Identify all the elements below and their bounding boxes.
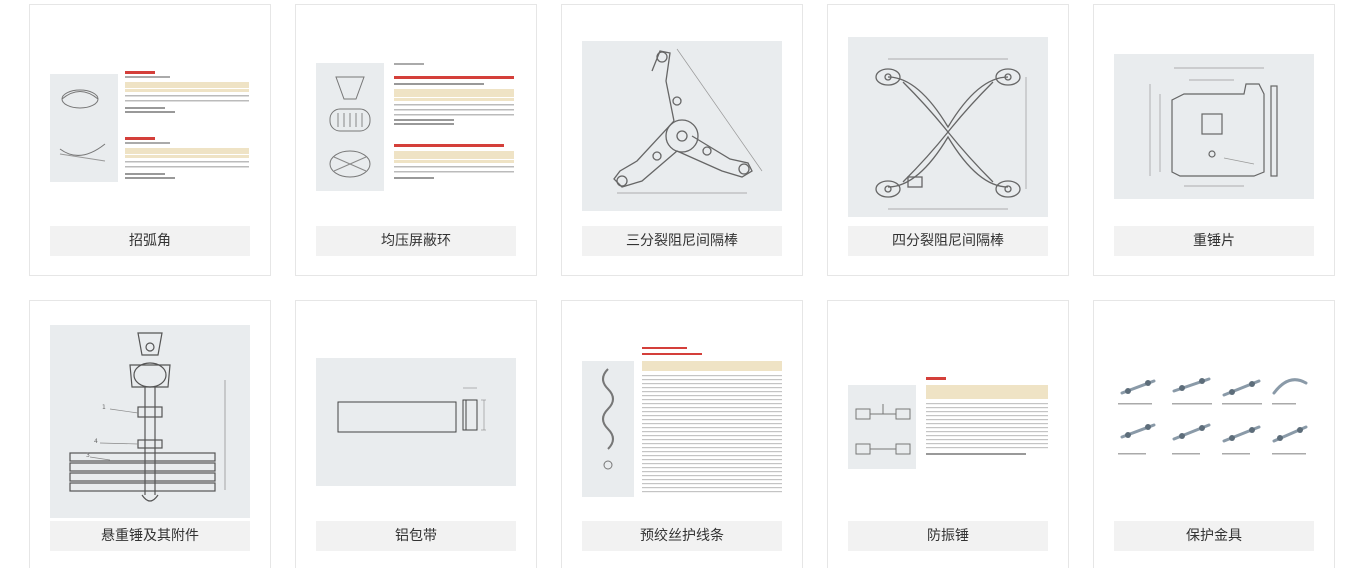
protective-fittings-icon [1114,373,1314,477]
four-bundle-spacer-damper-icon [848,37,1048,217]
product-name[interactable]: 防振锤 [848,521,1048,551]
grading-shielding-ring-icon [316,49,516,219]
product-name[interactable]: 保护金具 [1114,521,1314,551]
product-card-arcing-horn[interactable]: 招弧角 [29,4,271,276]
product-name[interactable]: 招弧角 [50,226,250,256]
product-card-grading-ring[interactable]: 均压屏蔽环 [295,4,537,276]
product-card-vibration-damper[interactable]: 防振锤 [827,300,1069,568]
arcing-horn-icon [50,49,250,219]
product-card-protective-fittings[interactable]: 保护金具 [1093,300,1335,568]
product-name[interactable]: 三分裂阻尼间隔棒 [582,226,782,256]
product-card-four-bundle-spacer[interactable]: 四分裂阻尼间隔棒 [827,4,1069,276]
product-name[interactable]: 重锤片 [1114,226,1314,256]
product-name[interactable]: 四分裂阻尼间隔棒 [848,226,1048,256]
svg-text:3: 3 [86,452,90,459]
svg-text:4: 4 [94,438,98,445]
preformed-armor-rod-icon [582,345,782,497]
product-card-three-bundle-spacer[interactable]: 三分裂阻尼间隔棒 [561,4,803,276]
product-name[interactable]: 悬重锤及其附件 [50,521,250,551]
product-card-armor-rods[interactable]: 预绞丝护线条 [561,300,803,568]
product-card-aluminum-tape[interactable]: 铝包带 [295,300,537,568]
counterweight-plate-icon [1114,54,1314,199]
product-card-counterweight-plate[interactable]: 重锤片 [1093,4,1335,276]
svg-text:1: 1 [102,404,106,411]
aluminum-armor-tape-icon [316,358,516,486]
vibration-damper-icon [848,369,1048,473]
product-name[interactable]: 预绞丝护线条 [582,521,782,551]
product-name[interactable]: 铝包带 [316,521,516,551]
product-name[interactable]: 均压屏蔽环 [316,226,516,256]
three-bundle-spacer-damper-icon [582,41,782,211]
